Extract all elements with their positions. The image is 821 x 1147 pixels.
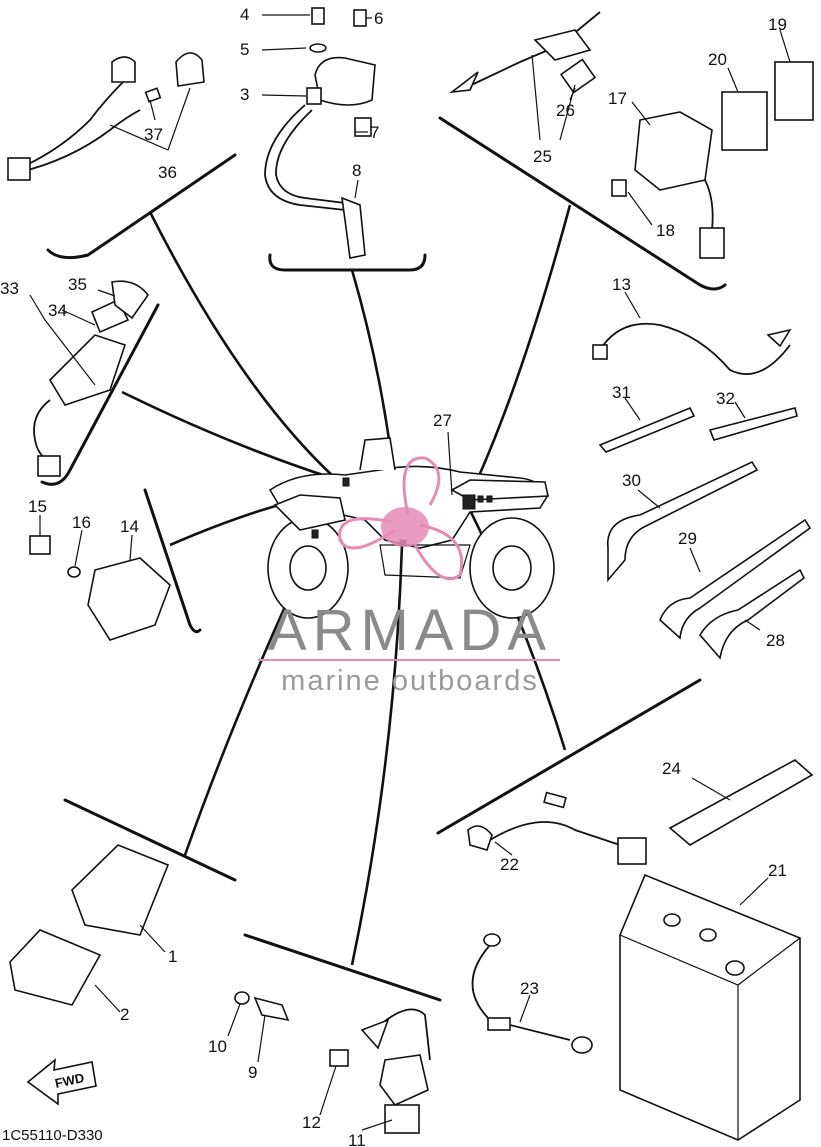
part-17-18-relay: [611, 111, 725, 259]
callout-16: 16: [72, 513, 91, 532]
callout-34: 34: [48, 301, 67, 320]
callout-10: 10: [208, 1037, 227, 1056]
callout-labels: 1 2 3 4 5 6 7 8 9 10 11 12 13 14 15 16 1…: [0, 5, 787, 1147]
callout-28: 28: [766, 631, 785, 650]
part-28-30-ties: [607, 460, 812, 660]
part-14-16-regulator: [29, 535, 171, 641]
group-brackets: [40, 116, 727, 1002]
part-13-wire: [592, 322, 792, 375]
part-25-26-switch: [449, 11, 601, 94]
part-11-12-rectifier: [329, 1008, 431, 1134]
callout-17: 17: [608, 89, 627, 108]
part-22-23-leads: [467, 791, 647, 1054]
callout-33: 33: [0, 279, 19, 298]
callout-31: 31: [612, 383, 631, 402]
callout-35: 35: [68, 275, 87, 294]
callout-1: 1: [168, 947, 177, 966]
callout-14: 14: [120, 517, 139, 536]
callout-20: 20: [708, 50, 727, 69]
watermark-hub-icon: [381, 507, 429, 547]
watermark-propeller-icon: [338, 456, 464, 581]
callout-2: 2: [120, 1005, 129, 1024]
part-31-32-ties: [598, 406, 798, 453]
atv-vehicle: [267, 437, 555, 619]
drawing-code: 1C55110-D330: [2, 1127, 103, 1144]
callout-29: 29: [678, 529, 697, 548]
callout-7: 7: [370, 123, 379, 142]
callout-8: 8: [352, 161, 361, 180]
callout-26: 26: [556, 101, 575, 120]
callout-30: 30: [622, 471, 641, 490]
armada-watermark: ARMADA marine outboards: [258, 456, 560, 697]
part-9-10-sensor: [234, 991, 290, 1022]
callout-27: 27: [433, 411, 452, 430]
callout-25: 25: [533, 147, 552, 166]
part-19-20-boxes: [721, 61, 814, 151]
callout-32: 32: [716, 389, 735, 408]
callout-5: 5: [240, 40, 249, 59]
fwd-label: FWD: [54, 1070, 86, 1091]
callout-4: 4: [240, 5, 249, 24]
part-21-battery: [619, 873, 801, 1141]
callout-24: 24: [662, 759, 681, 778]
callout-19: 19: [768, 15, 787, 34]
callout-22: 22: [500, 855, 519, 874]
callout-23: 23: [520, 979, 539, 998]
callout-6: 6: [374, 9, 383, 28]
callout-18: 18: [656, 221, 675, 240]
callout-11: 11: [348, 1131, 366, 1147]
callout-37: 37: [144, 125, 163, 144]
callout-13: 13: [612, 275, 631, 294]
callout-3: 3: [240, 85, 249, 104]
watermark-tagline: marine outboards: [281, 665, 539, 697]
callout-36: 36: [158, 163, 177, 182]
part-36-37-harness: [7, 52, 205, 181]
callout-leaders: [29, 14, 791, 1131]
part-24-strap: [668, 759, 814, 846]
part-ignition-coil: [264, 7, 376, 259]
watermark-brand: ARMADA: [268, 598, 552, 663]
callout-9: 9: [248, 1063, 257, 1082]
part-33-35-socket: [33, 280, 149, 477]
fwd-arrow: [26, 1058, 97, 1106]
callout-12: 12: [302, 1113, 321, 1132]
callout-15: 15: [28, 497, 47, 516]
part-1-2-cdi-unit: [9, 844, 170, 1006]
callout-21: 21: [768, 861, 787, 880]
